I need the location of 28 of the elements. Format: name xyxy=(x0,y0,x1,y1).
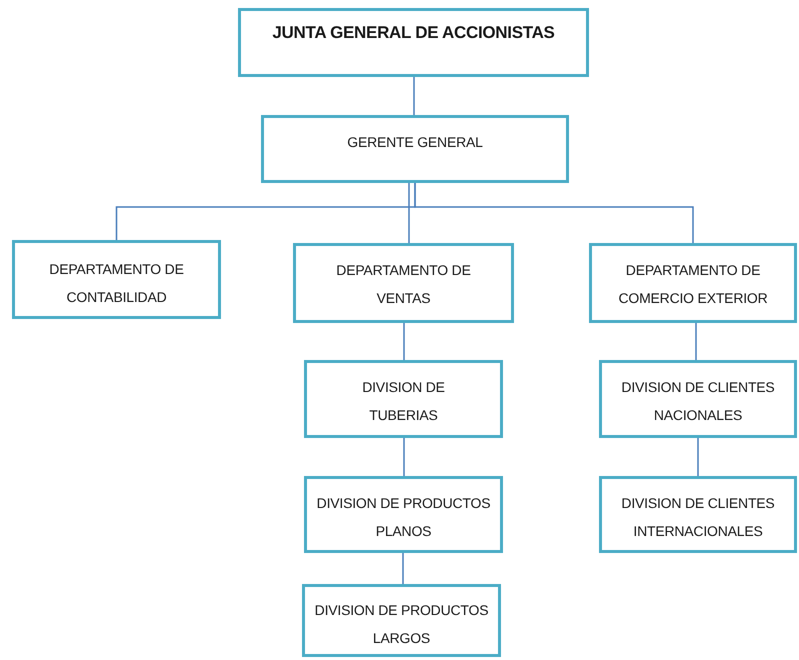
connector-line xyxy=(403,438,405,476)
org-box xyxy=(12,240,221,319)
box-label: DEPARTAMENTO DE COMERCIO EXTERIOR xyxy=(617,261,769,308)
org-box xyxy=(599,360,797,438)
connector-line xyxy=(402,553,404,584)
org-box xyxy=(589,243,797,323)
org-box xyxy=(304,476,503,553)
box-label: DIVISION DE CLIENTES INTERNACIONALES xyxy=(620,494,776,541)
connector-line xyxy=(414,183,694,243)
box-label: DIVISION DE CLIENTES NACIONALES xyxy=(620,378,776,425)
connector-line xyxy=(697,438,699,476)
connector-line xyxy=(403,323,405,360)
org-box xyxy=(293,243,514,323)
org-box xyxy=(304,360,503,438)
org-box xyxy=(302,584,501,657)
box-label: JUNTA GENERAL DE ACCIONISTAS xyxy=(272,22,555,44)
box-label: DIVISION DE PRODUCTOS PLANOS xyxy=(316,494,492,541)
box-label: DIVISION DE TUBERIAS xyxy=(361,378,446,425)
connector-line xyxy=(408,183,410,243)
connector-line xyxy=(695,323,697,360)
box-label: GERENTE GENERAL xyxy=(347,133,483,152)
box-label: DEPARTAMENTO DE VENTAS xyxy=(335,261,472,308)
box-label: DEPARTAMENTO DE CONTABILIDAD xyxy=(48,260,185,307)
box-label: DIVISION DE PRODUCTOS LARGOS xyxy=(314,601,490,648)
org-box xyxy=(599,476,797,553)
org-box xyxy=(261,115,569,183)
connector-line xyxy=(413,77,415,115)
org-box xyxy=(238,8,589,77)
